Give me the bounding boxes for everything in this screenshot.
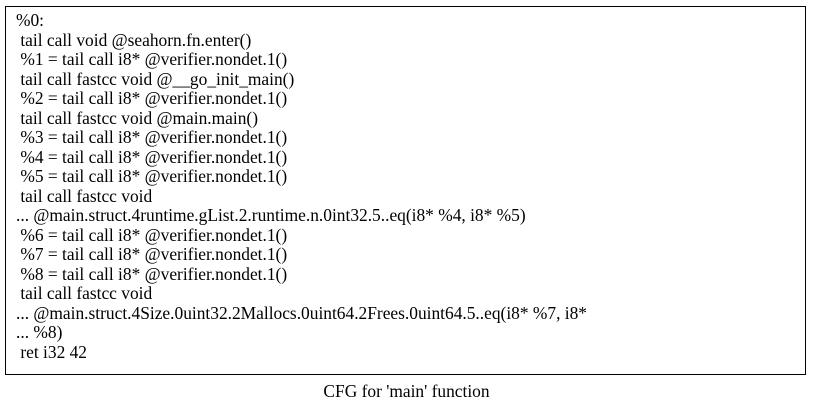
- instruction-line: %3 = tail call i8* @verifier.nondet.1(): [16, 127, 288, 147]
- instruction-continuation-line: ... @main.struct.4Size.0uint32.2Mallocs.…: [16, 302, 588, 323]
- cfg-node-entry: %0: tail call void @seahorn.fn.enter() %…: [5, 6, 806, 375]
- instruction-continuation-line: ... %8): [16, 322, 63, 342]
- instruction-line: %4 = tail call i8* @verifier.nondet.1(): [16, 146, 288, 167]
- instruction-line: %1 = tail call i8* @verifier.nondet.1(): [16, 49, 288, 69]
- node-instruction-list: %0: tail call void @seahorn.fn.enter() %…: [16, 10, 588, 362]
- instruction-line: %2 = tail call i8* @verifier.nondet.1(): [16, 88, 288, 108]
- instruction-line: tail call fastcc void @__go_init_main(): [16, 68, 295, 89]
- node-label: %0:: [16, 10, 45, 30]
- instruction-continuation-line: ... @main.struct.4runtime.gList.2.runtim…: [16, 205, 526, 225]
- instruction-line: %6 = tail call i8* @verifier.nondet.1(): [16, 224, 288, 245]
- instruction-line: %8 = tail call i8* @verifier.nondet.1(): [16, 263, 288, 284]
- instruction-line: ret i32 42: [16, 341, 87, 362]
- instruction-line: tail call fastcc void: [16, 283, 153, 303]
- instruction-line: %7 = tail call i8* @verifier.nondet.1(): [16, 244, 288, 264]
- instruction-line: tail call void @seahorn.fn.enter(): [16, 29, 252, 50]
- instruction-line: %5 = tail call i8* @verifier.nondet.1(): [16, 166, 288, 186]
- instruction-line: tail call fastcc void: [16, 185, 153, 206]
- instruction-line: tail call fastcc void @main.main(): [16, 107, 259, 128]
- graph-caption: CFG for 'main' function: [323, 381, 490, 401]
